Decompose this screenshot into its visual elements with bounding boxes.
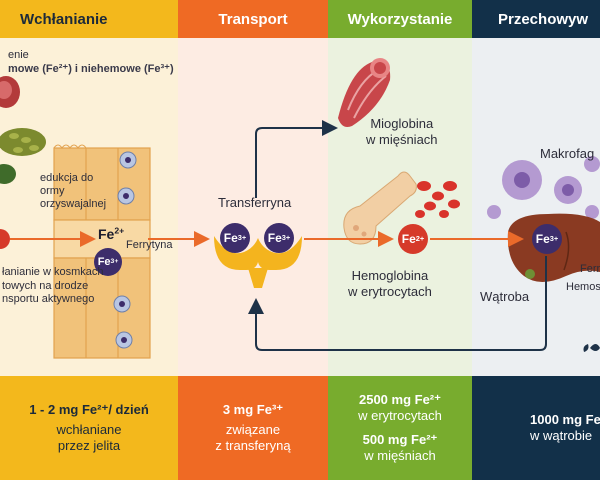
header-storage: Przechowyw — [472, 0, 600, 38]
enterocyte-fe2-symbol: Fe — [98, 226, 115, 242]
leaf-logo — [583, 344, 600, 352]
macrophage-illustration — [487, 156, 600, 219]
liver-label: Wątroba — [480, 289, 530, 304]
footer-transport-amount: 3 mg Fe³⁺ — [222, 402, 284, 417]
macrophage-label: Makrofag — [540, 146, 595, 161]
footer-storage: 1000 mg Fe w wątrobie — [472, 376, 600, 480]
liver-fe3-symbol: Fe — [535, 232, 550, 246]
reduction-line1: edukcja do — [40, 172, 94, 184]
greens-illustration — [0, 164, 16, 184]
absorption-note-line3: nsportu aktywnego — [2, 293, 95, 305]
footer-transport-line3: z transferyną — [215, 438, 291, 453]
hemoglobin-line2: w erytrocytach — [348, 284, 432, 299]
footer-usage-amount2: 500 mg Fe²⁺ — [362, 432, 438, 447]
red-blood-cells-illustration — [415, 181, 460, 218]
hemoglobin-label: Hemoglobina w erytrocytach — [348, 268, 432, 300]
seeds-illustration — [0, 128, 46, 156]
hemosiderin-label: Hemos — [566, 281, 600, 293]
arrow-to-myoglobin — [255, 120, 338, 198]
transferrin-fe3-b-symbol: Fe — [267, 231, 282, 245]
hemoglobin-fe2-symbol: Fe — [401, 232, 416, 246]
myoglobin-line2: w mięśniach — [366, 132, 438, 147]
footer-absorption-line3: przez jelita — [57, 438, 121, 453]
iron-types-label: enie mowe (Fe²⁺) i niehemowe (Fe³⁺) — [8, 48, 174, 76]
footer-transport: 3 mg Fe³⁺ związane z transferyną — [178, 376, 328, 480]
enterocyte-fe2-label: Fe2+ — [98, 225, 125, 242]
iron-types-line2: mowe (Fe²⁺) i niehemowe (Fe³⁺) — [8, 63, 174, 75]
meat-illustration — [0, 76, 20, 108]
absorption-note-line2: towych na drodze — [2, 279, 89, 292]
header-transport: Transport — [178, 0, 328, 38]
enterocyte-fe3-symbol: Fe — [97, 256, 111, 268]
footer-usage-line4: w mięśniach — [364, 448, 436, 463]
header-storage-label: Przechowyw — [498, 10, 589, 28]
footer-usage: 2500 mg Fe²⁺ w erytrocytach 500 mg Fe²⁺ … — [328, 376, 472, 480]
hemoglobin-line1: Hemoglobina — [351, 268, 429, 283]
transferrin-protein-shape — [214, 236, 302, 288]
footer-absorption: 1 - 2 mg Fe²⁺/ dzień wchłaniane przez je… — [0, 376, 178, 480]
footer-storage-line2: w wątrobie — [530, 428, 593, 443]
header-absorption-label: Wchłanianie — [20, 10, 108, 28]
header-transport-label: Transport — [218, 10, 288, 28]
ferritin-storage-label: Ferr — [580, 263, 600, 275]
absorption-note: łanianie w kosmkach towych na drodze nsp… — [2, 266, 104, 307]
reduction-line2: ormy — [40, 185, 65, 197]
header-usage: Wykorzystanie — [328, 0, 472, 38]
iron-partial-left — [0, 229, 10, 249]
header-absorption: Wchłanianie — [0, 0, 178, 38]
iron-types-line1: enie — [8, 49, 29, 61]
footer-absorption-line2: wchłaniane — [56, 422, 122, 437]
footer-usage-line2: w erytrocytach — [358, 408, 442, 423]
footer-usage-amount1: 2500 mg Fe²⁺ — [358, 392, 441, 407]
reduction-label: edukcja do ormy orzyswajalnej — [40, 172, 106, 211]
reduction-line3: orzyswajalnej — [40, 198, 107, 210]
muscle-illustration — [338, 58, 391, 128]
header-usage-label: Wykorzystanie — [347, 10, 453, 28]
transport-column-bg — [178, 38, 328, 376]
myoglobin-line1: Mioglobina — [370, 116, 434, 131]
footer-storage-amount: 1000 mg Fe — [530, 412, 600, 427]
enterocyte-fe2-charge: 2+ — [114, 225, 125, 236]
absorption-note-line1: łanianie w kosmkach — [2, 266, 104, 278]
bone-marrow-illustration — [343, 171, 417, 245]
transferrin-fe3-a-symbol: Fe — [223, 231, 238, 245]
footer-transport-line2: związane — [225, 422, 281, 437]
footer-absorption-amount: 1 - 2 mg Fe²⁺/ dzień — [29, 402, 149, 417]
ferritin-label: Ferrytyna — [126, 239, 173, 251]
myoglobin-label: Mioglobina w mięśniach — [366, 116, 438, 148]
arrow-recycling-loop — [248, 256, 547, 351]
transferrin-title: Transferryna — [218, 195, 292, 210]
